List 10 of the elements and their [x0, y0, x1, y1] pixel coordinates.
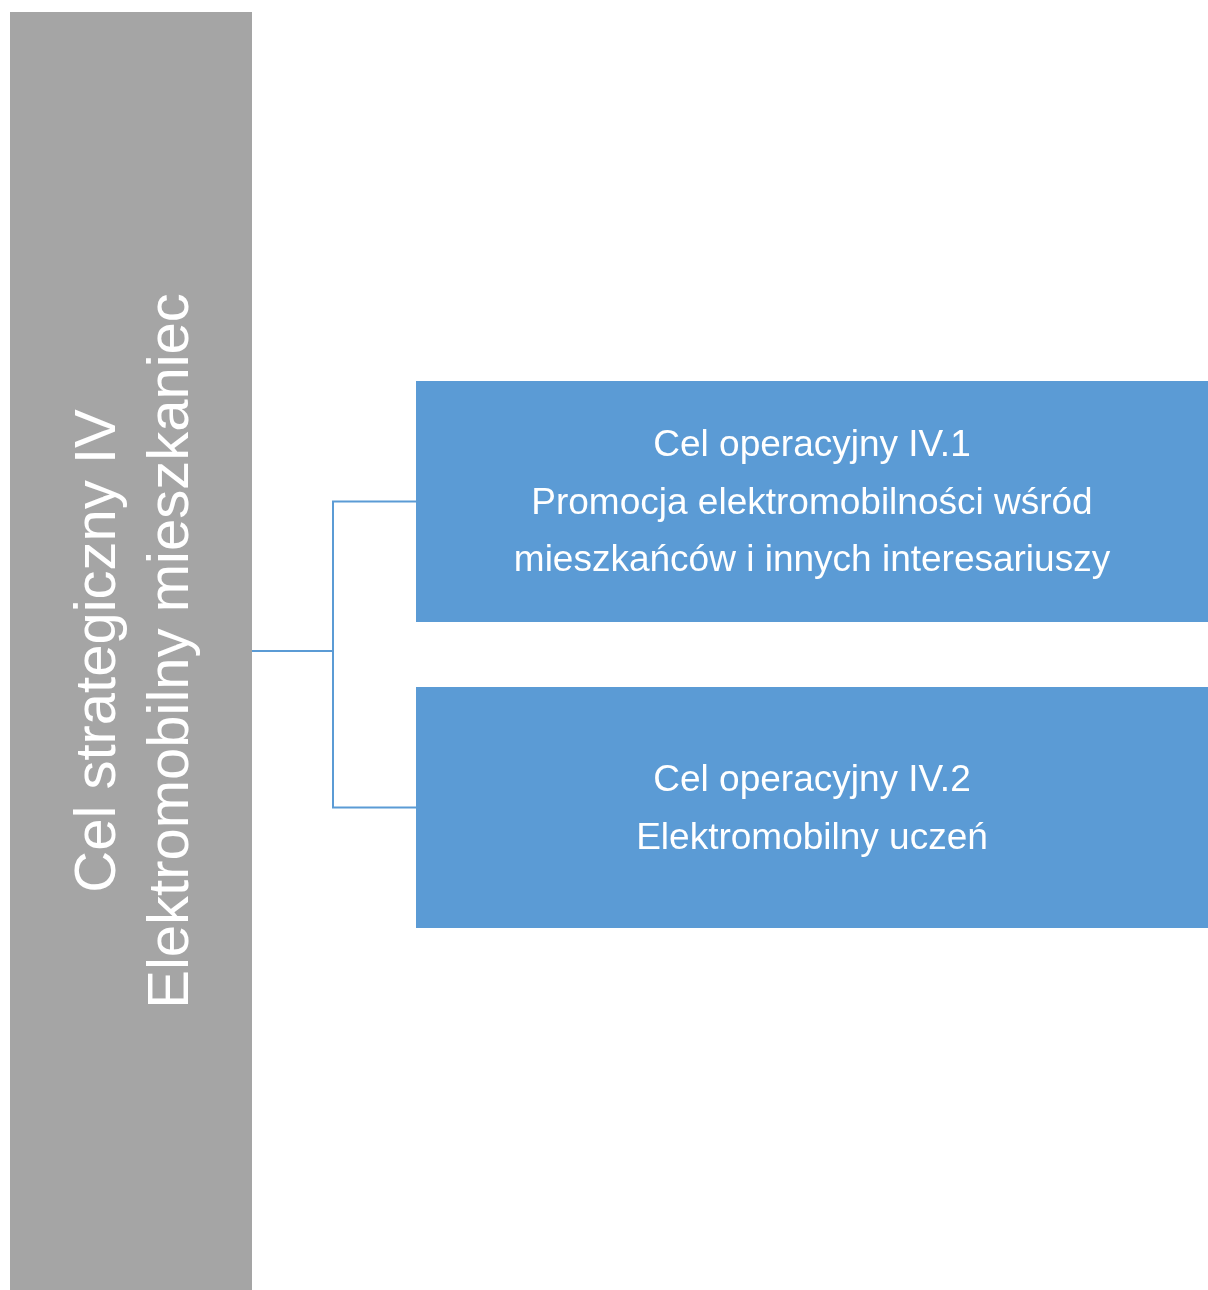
goal-title: Elektromobilny mieszkaniec — [133, 293, 201, 1009]
strategic-goal-box — [10, 12, 252, 1290]
goal-heading: Cel strategiczny IV — [60, 409, 128, 893]
goal-heading: Cel operacyjny IV.1 — [652, 422, 972, 467]
goal-title: Elektromobilny uczeń — [635, 814, 989, 859]
operational-goal-box — [416, 381, 1208, 622]
operational-goal-box — [416, 687, 1208, 928]
goal-title: Promocja elektromobilności wśród mieszkańców i innych interesariuszy — [512, 479, 1112, 582]
connector-line — [251, 650, 417, 809]
goal-heading: Cel operacyjny IV.2 — [652, 757, 972, 802]
